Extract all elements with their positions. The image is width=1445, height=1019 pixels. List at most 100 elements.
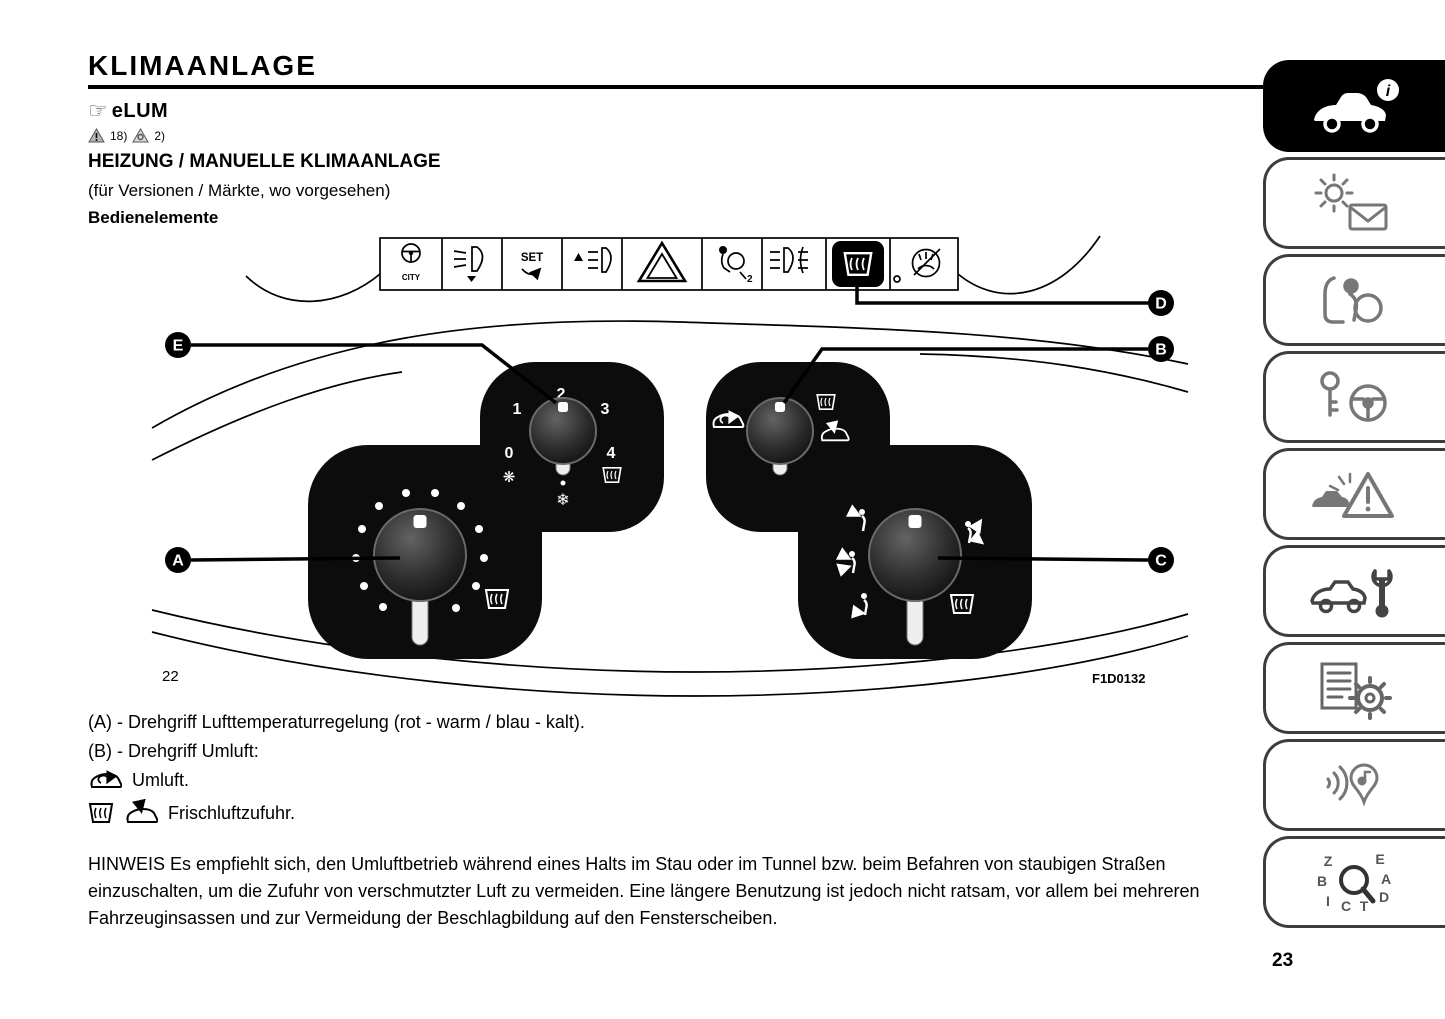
- svg-text:E: E: [173, 338, 184, 355]
- indicator-led: [893, 275, 901, 283]
- starting-driving-icon: [1320, 371, 1387, 422]
- city-button-icon: CITY: [401, 243, 421, 282]
- tab-emergency[interactable]: [1263, 448, 1445, 540]
- callout-e: E: [165, 332, 558, 405]
- distribution-knob-pointer: [908, 515, 922, 528]
- lights-messages-icon: [1314, 173, 1388, 231]
- vent-bilevel-icon: [835, 547, 857, 577]
- tab-technical-data[interactable]: [1263, 642, 1445, 734]
- headlight-leveling-icon: [453, 246, 484, 282]
- vehicle-info-icon: i: [1314, 79, 1399, 133]
- safety-icon: [1323, 276, 1383, 324]
- tab-vehicle-info[interactable]: i: [1263, 60, 1445, 152]
- hinweis-paragraph: HINWEIS Es empfiehlt sich, den Umluftbet…: [88, 854, 1200, 928]
- tab-lights-messages[interactable]: [1263, 157, 1445, 249]
- dashboard-contours: [151, 235, 1189, 697]
- svg-text:I: I: [1326, 893, 1330, 909]
- left-control-cluster: 0 1 2 3 4 ❋ ❄: [308, 362, 664, 659]
- service-maintenance-icon: [1310, 569, 1393, 618]
- index-icon: Z E B A I D C T: [1317, 851, 1391, 914]
- recirculation-knob: [746, 397, 814, 465]
- figure-number: 22: [162, 668, 179, 685]
- fan-knob: [529, 397, 597, 465]
- svg-text:CITY: CITY: [402, 273, 421, 282]
- chapter-logo-row: ☞ eLUM: [88, 98, 168, 124]
- vent-windshield-icon: [963, 518, 985, 545]
- washer-icon: [911, 248, 941, 278]
- callout-b: B: [782, 336, 1174, 405]
- temperature-knob-pointer: [413, 515, 427, 528]
- tab-multimedia[interactable]: [1263, 739, 1445, 831]
- tab-service-maintenance[interactable]: [1263, 545, 1445, 637]
- legend-umluft: Umluft.: [88, 768, 189, 792]
- tab-starting-driving[interactable]: [1263, 351, 1445, 443]
- legend-frischluft: Frischluftzufuhr.: [88, 799, 295, 827]
- svg-text:1: 1: [513, 401, 522, 418]
- svg-text:E: E: [1375, 851, 1384, 867]
- svg-text:4: 4: [607, 445, 616, 462]
- recirculation-knob-pointer: [775, 402, 785, 412]
- recirculation-icon: [90, 770, 122, 788]
- fog-light-icon: [770, 246, 808, 274]
- temperature-knob: [373, 508, 467, 602]
- svg-text:0: 0: [505, 445, 514, 462]
- availability-note: (für Versionen / Märkte, wo vorgesehen): [88, 181, 391, 200]
- svg-text:i: i: [1386, 83, 1391, 100]
- svg-text:2: 2: [747, 274, 753, 285]
- technical-data-icon: [1320, 662, 1392, 720]
- distribution-knob: [868, 508, 962, 602]
- legend-item-a: (A) - Drehgriff Lufttemperaturregelung (…: [88, 712, 585, 732]
- svg-text:3: 3: [601, 401, 610, 418]
- frischluft-label: Frischluftzufuhr.: [168, 802, 296, 823]
- climate-controls-figure: CITY SET 2: [151, 235, 1189, 697]
- svg-text:Z: Z: [1324, 853, 1333, 869]
- pointing-hand-icon: ☞: [88, 98, 108, 123]
- tab-index[interactable]: Z E B A I D C T: [1263, 836, 1445, 928]
- caution-icon: [132, 128, 150, 143]
- vent-face-icon: [845, 504, 867, 533]
- rear-defrost-button: [832, 241, 884, 287]
- recirculation-icon: [712, 410, 745, 428]
- legend-item-b: (B) - Drehgriff Umluft:: [88, 741, 259, 761]
- svg-text:B: B: [1317, 873, 1327, 889]
- callout-a: A: [165, 547, 401, 573]
- svg-text:B: B: [1155, 342, 1167, 359]
- hazard-lights-icon: [636, 240, 688, 283]
- windshield-defrost-icon: [89, 803, 113, 823]
- svg-text:A: A: [1381, 871, 1391, 887]
- callout-d: D: [855, 285, 1174, 316]
- dashboard-switch-strip: CITY SET 2: [379, 237, 959, 291]
- tab-safety[interactable]: [1263, 254, 1445, 346]
- svg-text:D: D: [1155, 296, 1167, 313]
- snowflake-icon: ❄: [556, 492, 569, 509]
- callout-c: C: [937, 547, 1174, 573]
- emergency-icon: [1312, 472, 1394, 518]
- fresh-air-icon: [126, 799, 158, 823]
- svg-text:2: 2: [557, 386, 566, 403]
- svg-text:SET: SET: [521, 252, 543, 264]
- title-rule: [88, 85, 1273, 89]
- page-title: KLIMAANLAGE: [88, 50, 317, 81]
- set-button-icon: SET: [521, 252, 543, 281]
- svg-text:T: T: [1360, 898, 1369, 914]
- multimedia-icon: [1326, 763, 1379, 807]
- reference-1: 18): [110, 128, 128, 143]
- section-heading: HEIZUNG / MANUELLE KLIMAANLAGE: [88, 151, 441, 172]
- warning-icon: [88, 128, 105, 143]
- svg-text:C: C: [1155, 553, 1167, 570]
- elum-logo: eLUM: [111, 99, 169, 122]
- subsection-heading: Bedienelemente: [88, 208, 219, 227]
- svg-text:D: D: [1379, 889, 1389, 905]
- fresh-air-icon: [820, 420, 850, 442]
- fan-knob-pointer: [558, 402, 568, 412]
- temperature-dial-dots: [352, 489, 488, 612]
- svg-text:C: C: [1341, 898, 1351, 914]
- vent-floor-icon: [851, 591, 869, 619]
- umluft-label: Umluft.: [132, 769, 190, 790]
- page-number: 23: [1272, 950, 1294, 971]
- fan-icon: ❋: [503, 469, 516, 486]
- svg-text:A: A: [172, 553, 184, 570]
- passenger-airbag-icon: 2: [719, 246, 753, 285]
- main-beam-icon: [574, 247, 612, 273]
